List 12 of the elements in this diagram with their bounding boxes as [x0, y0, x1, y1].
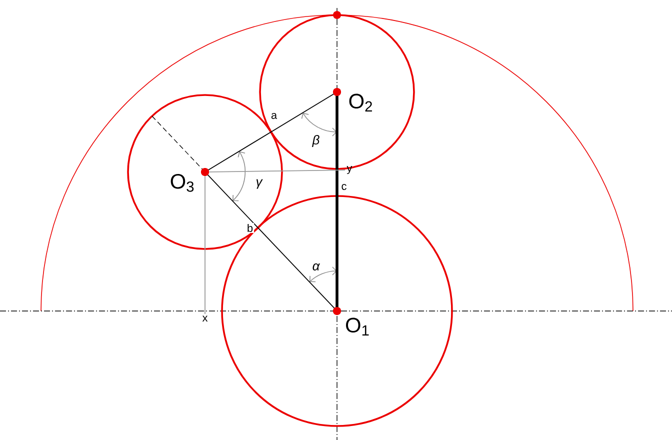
line — [208, 170, 346, 172]
point-label: x — [202, 316, 208, 322]
angle-label: γ — [256, 179, 263, 189]
edge-label: a — [271, 113, 278, 119]
edge-label: c — [342, 184, 346, 190]
angle-label: β — [312, 134, 320, 148]
node-label: O$_{3}$ — [170, 174, 194, 192]
edge-label: b — [248, 224, 253, 232]
node-label: O$_{1}$ — [346, 318, 369, 336]
node-label: O$_{2}$ — [349, 94, 372, 112]
angle-label: α — [312, 263, 320, 271]
line — [204, 176, 206, 314]
